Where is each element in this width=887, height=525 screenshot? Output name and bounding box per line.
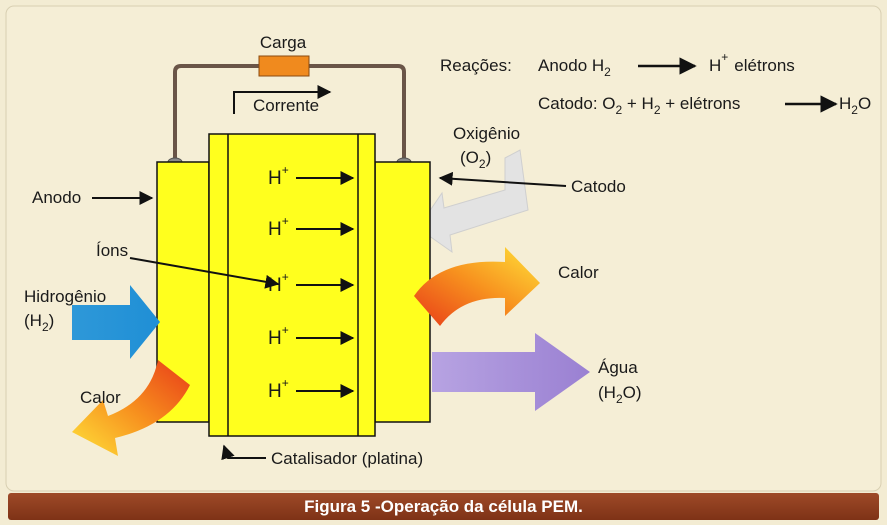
oxygen-label: Oxigênio: [453, 124, 520, 143]
oxygen-arrow: [417, 149, 529, 254]
catalyst-pointer: [221, 444, 266, 461]
proton-label-4: H+: [268, 323, 289, 349]
current-arrow: [233, 85, 332, 114]
heat-label-left: Calor: [80, 388, 121, 407]
water-formula: (H2O): [598, 383, 642, 406]
hydrogen-arrow: [72, 285, 160, 359]
anode-reaction-reactant: Anodo H2: [538, 56, 611, 79]
oxygen-formula: (O2): [460, 148, 491, 171]
load-resistor: [258, 55, 310, 77]
cathode-reaction-product: H2O: [839, 94, 871, 117]
figure-caption: Figura 5 -Operação da célula PEM.: [8, 493, 879, 520]
catalyst-label: Catalisador (platina): [271, 449, 423, 468]
anode-reaction-product: H+elétrons: [709, 50, 795, 75]
heat-arrow-right: [414, 247, 540, 326]
cathode-label: Catodo: [571, 177, 626, 196]
water-arrow: [432, 333, 590, 411]
anode-label: Anodo: [32, 188, 81, 207]
proton-label-5: H+: [268, 376, 289, 402]
proton-label-1: H+: [268, 163, 289, 189]
water-label: Água: [598, 358, 638, 377]
hydrogen-formula: (H2): [24, 311, 54, 334]
heat-arrow-left: [72, 360, 190, 456]
proton-arrows: [296, 171, 355, 398]
heat-label-right: Calor: [558, 263, 599, 282]
ions-label: Íons: [96, 241, 128, 260]
cathode-reaction-reactants: Catodo: O2 + H2 + elétrons: [538, 94, 740, 117]
ions-pointer: [129, 257, 280, 289]
proton-label-2: H+: [268, 214, 289, 240]
reactions-title: Reações:: [440, 56, 512, 75]
current-label: Corrente: [253, 96, 319, 115]
load-label: Carga: [260, 33, 307, 52]
hydrogen-label: Hidrogênio: [24, 287, 106, 306]
cathode-pointer: [438, 171, 567, 187]
